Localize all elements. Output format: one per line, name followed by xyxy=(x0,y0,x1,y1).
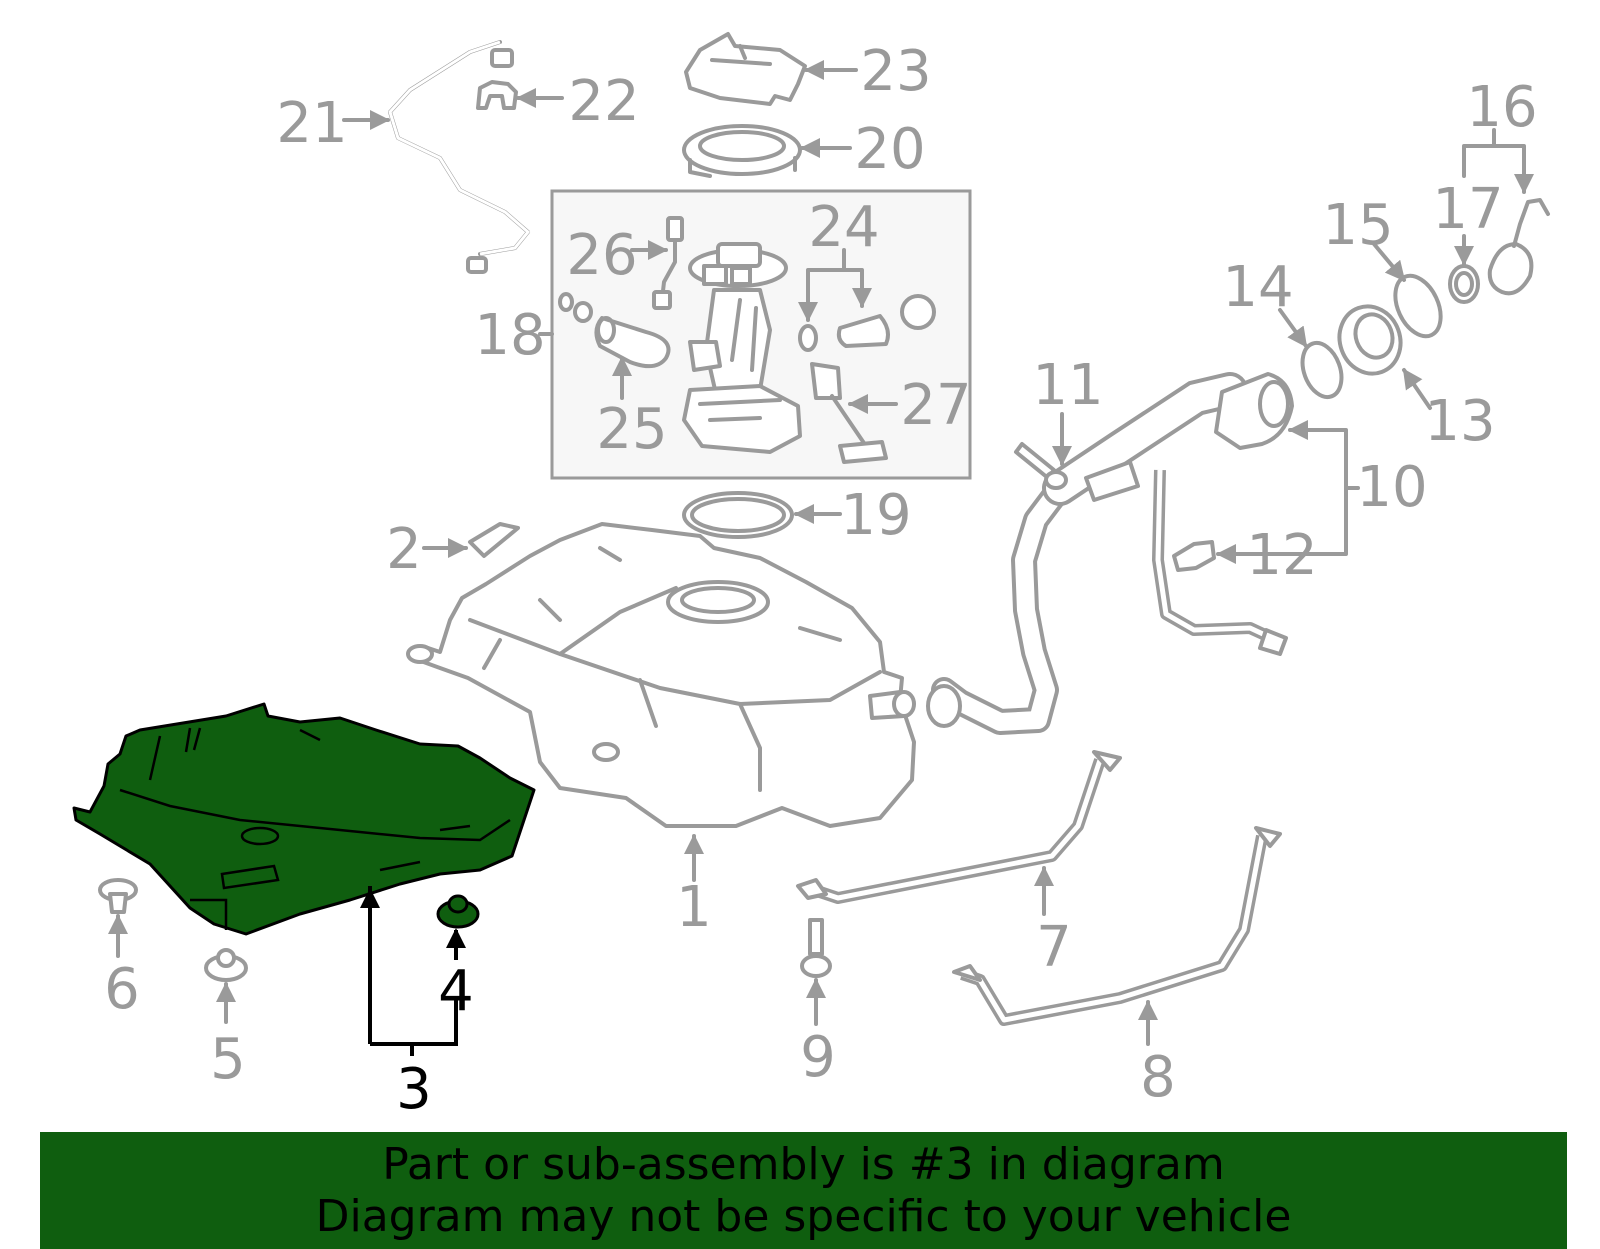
callout-3[interactable]: 3 xyxy=(396,1057,432,1122)
part-26-harness[interactable] xyxy=(652,216,684,310)
callout-12[interactable]: 12 xyxy=(1246,523,1317,588)
callout-1[interactable]: 1 xyxy=(676,875,712,940)
callout-16[interactable]: 16 xyxy=(1466,75,1537,140)
callout-27[interactable]: 27 xyxy=(900,373,971,438)
part-10-filler-neck[interactable] xyxy=(926,372,1294,735)
callout-labels: 1 2 3 4 5 6 7 8 9 10 11 12 13 14 15 16 1… xyxy=(104,39,1537,1122)
part-21-vent-tube[interactable] xyxy=(388,40,531,274)
part-14-ring[interactable] xyxy=(1296,338,1349,403)
callout-7[interactable]: 7 xyxy=(1036,915,1072,980)
callout-13[interactable]: 13 xyxy=(1424,389,1495,454)
callout-19[interactable]: 19 xyxy=(840,483,911,548)
part-5-clip[interactable] xyxy=(204,948,248,982)
callout-23[interactable]: 23 xyxy=(860,39,931,104)
callout-11[interactable]: 11 xyxy=(1032,353,1103,418)
part-19-gasket[interactable] xyxy=(682,491,794,539)
part-7-tank-strap[interactable] xyxy=(796,750,1122,904)
callout-17[interactable]: 17 xyxy=(1432,177,1503,242)
part-27-sender-gauge[interactable] xyxy=(810,362,888,464)
callout-20[interactable]: 20 xyxy=(854,117,925,182)
part-20-lock-ring[interactable] xyxy=(682,124,802,178)
part-1-fuel-tank[interactable] xyxy=(406,522,916,828)
banner-line-2: Diagram may not be specific to your vehi… xyxy=(315,1190,1292,1242)
part-24-valve[interactable] xyxy=(798,294,936,352)
part-3-fuel-tank-protector[interactable] xyxy=(72,702,536,936)
callout-9[interactable]: 9 xyxy=(800,1025,836,1090)
part-2-plate[interactable] xyxy=(468,522,520,558)
banner-line-1: Part or sub-assembly is #3 in diagram xyxy=(382,1138,1225,1190)
part-22-clip[interactable] xyxy=(476,80,518,110)
callout-22[interactable]: 22 xyxy=(568,69,639,134)
part-8-tank-strap[interactable] xyxy=(952,826,1282,1026)
pump-module-body[interactable] xyxy=(682,242,802,454)
part-12-clip[interactable] xyxy=(1172,540,1216,572)
info-banner: Part or sub-assembly is #3 in diagram Di… xyxy=(40,1132,1567,1249)
callout-25[interactable]: 25 xyxy=(596,397,667,462)
part-9-bolt[interactable] xyxy=(800,918,832,978)
callout-6[interactable]: 6 xyxy=(104,957,140,1022)
callout-21[interactable]: 21 xyxy=(276,91,347,156)
part-25-fuel-pump[interactable] xyxy=(558,292,671,369)
callout-10[interactable]: 10 xyxy=(1356,455,1427,520)
callout-5[interactable]: 5 xyxy=(210,1027,246,1092)
leader-lines xyxy=(108,60,1534,1056)
part-6-clip[interactable] xyxy=(98,878,138,914)
callout-18[interactable]: 18 xyxy=(474,303,545,368)
part-4-nut[interactable] xyxy=(436,894,480,929)
part-16-fuel-cap[interactable] xyxy=(1487,198,1550,296)
callout-14[interactable]: 14 xyxy=(1222,255,1293,320)
callout-2[interactable]: 2 xyxy=(386,517,422,582)
part-13-seal[interactable] xyxy=(1330,298,1410,382)
part-23-cover[interactable] xyxy=(684,32,807,106)
callout-8[interactable]: 8 xyxy=(1140,1045,1176,1110)
part-17-gasket[interactable] xyxy=(1448,264,1480,304)
callout-24[interactable]: 24 xyxy=(808,195,879,260)
part-11-bolt[interactable] xyxy=(1014,442,1068,490)
callout-15[interactable]: 15 xyxy=(1322,193,1393,258)
callout-4[interactable]: 4 xyxy=(438,959,474,1024)
callout-26[interactable]: 26 xyxy=(566,223,637,288)
